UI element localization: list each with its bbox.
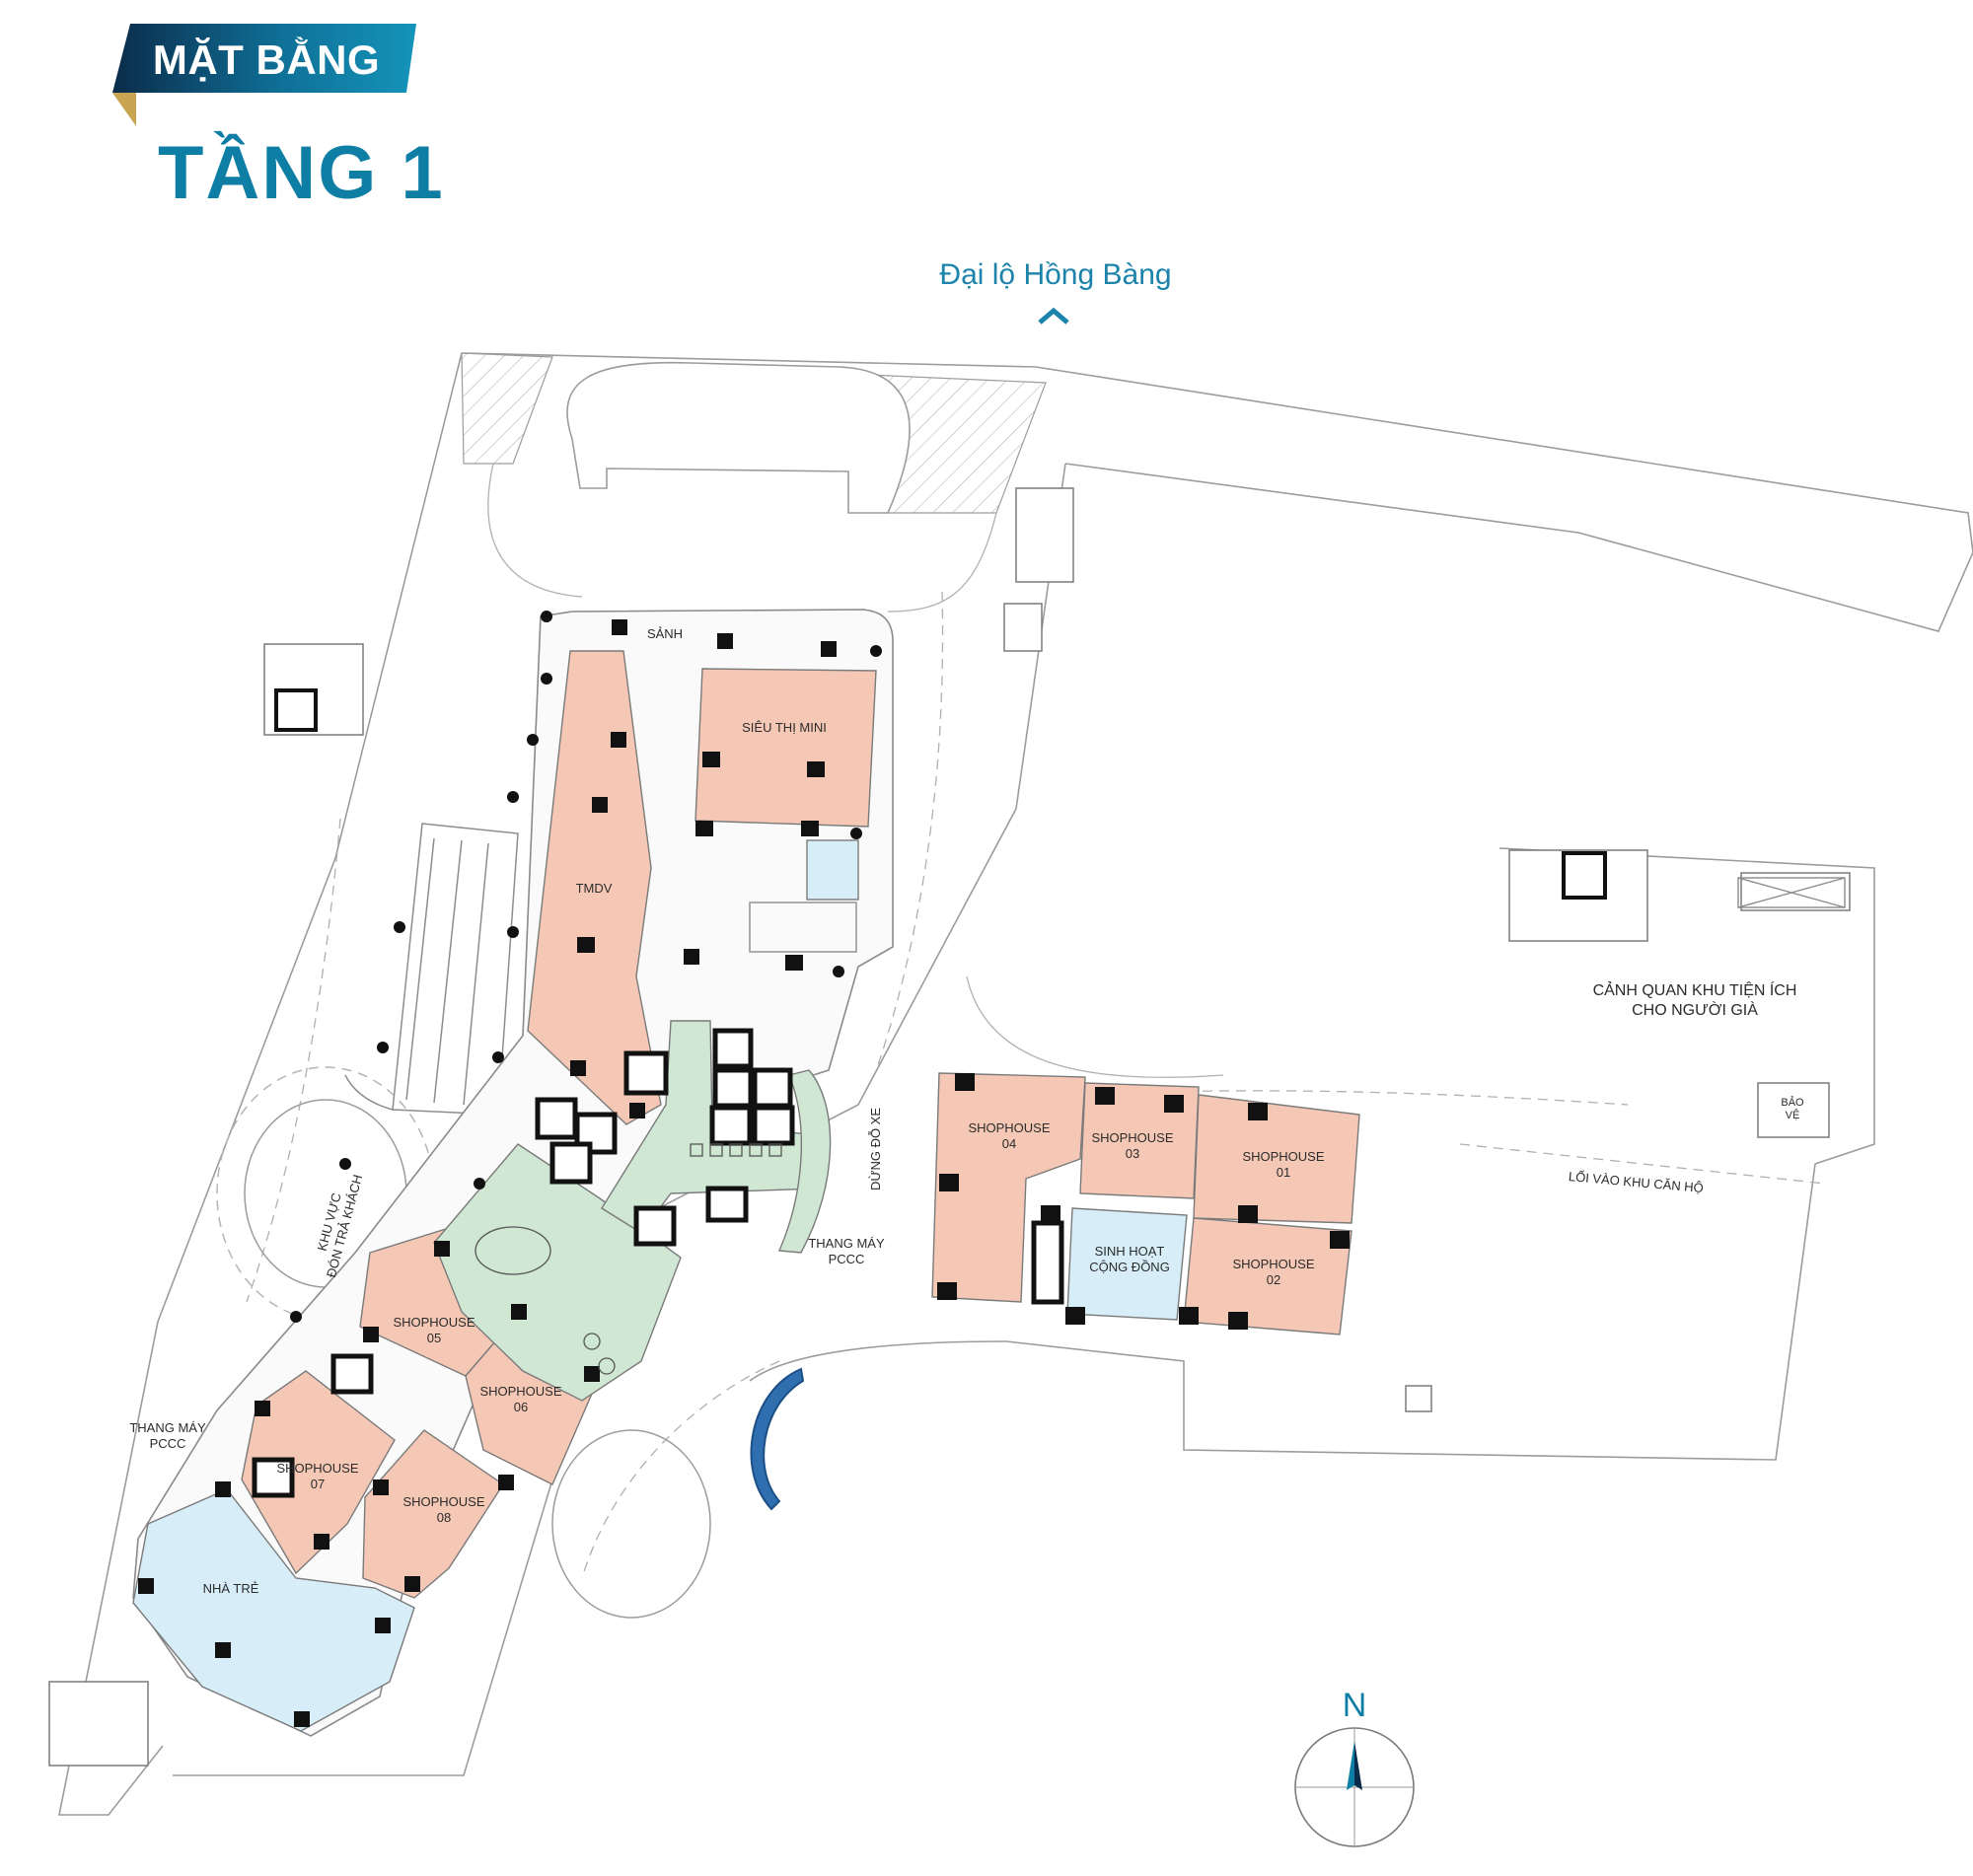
- compass-label: N: [1343, 1687, 1367, 1724]
- header-banner: [112, 24, 416, 126]
- label-guard-a: BẢO: [1781, 1096, 1804, 1109]
- chevron-up-icon: [1038, 307, 1069, 325]
- south-roundabout: [551, 1429, 711, 1619]
- water-feature: [750, 1367, 805, 1511]
- entrance-canopy: [566, 361, 911, 514]
- zone-shophouse-07: [241, 1370, 396, 1575]
- label-shophouse-01-a: SHOPHOUSE: [1242, 1149, 1324, 1164]
- road-label: Đại lộ Hồng Bàng: [939, 258, 1172, 291]
- canopy-columns: [290, 611, 882, 1323]
- community-zones: [132, 839, 1188, 1732]
- label-fire-lift-west-a: THANG MÁY: [129, 1420, 206, 1435]
- label-guard-b: VỆ: [1786, 1109, 1800, 1121]
- north-arrow-icon: N: [1294, 1687, 1415, 1847]
- label-shophouse-04-a: SHOPHOUSE: [968, 1120, 1050, 1135]
- amenity-decor: [475, 1143, 782, 1375]
- label-shophouse-07-b: 07: [311, 1477, 325, 1491]
- label-shophouse-06-a: SHOPHOUSE: [479, 1384, 561, 1399]
- label-shophouse-02-a: SHOPHOUSE: [1232, 1257, 1314, 1271]
- label-elderly-landscape-b: CHO NGƯỜI GIÀ: [1632, 1000, 1758, 1019]
- label-elderly-landscape-a: CẢNH QUAN KHU TIỆN ÍCH: [1593, 980, 1797, 999]
- label-lobby: SẢNH: [647, 626, 683, 641]
- label-shophouse-03-a: SHOPHOUSE: [1091, 1130, 1173, 1145]
- driveway-lines: [246, 463, 1826, 1579]
- label-shophouse-05-b: 05: [427, 1331, 441, 1345]
- label-shophouse-08-b: 08: [437, 1510, 451, 1525]
- zone-shophouse-08: [362, 1429, 504, 1599]
- zone-shophouse-04: [931, 1072, 1086, 1303]
- zone-community: [1066, 1207, 1188, 1321]
- label-parking-stop: DỪNG ĐỖ XE: [868, 1108, 883, 1191]
- elevator-cores: [252, 1028, 1064, 1498]
- label-shophouse-06-b: 06: [514, 1400, 528, 1414]
- banner-label: MẶT BẰNG: [152, 36, 381, 83]
- label-community-b: CỘNG ĐỒNG: [1089, 1260, 1170, 1274]
- stair-cores: [48, 487, 1851, 1767]
- site-outline: [58, 352, 1973, 1816]
- label-shophouse-01-b: 01: [1277, 1165, 1290, 1180]
- zone-wc: [806, 839, 859, 901]
- covered-dropoff: [344, 823, 519, 1116]
- label-apartment-entrance: LỐI VÀO KHU CĂN HỘ: [1568, 1169, 1704, 1195]
- label-shophouse-07-a: SHOPHOUSE: [276, 1461, 358, 1476]
- label-fire-lift-west-b: PCCC: [150, 1436, 186, 1451]
- label-shophouse-08-a: SHOPHOUSE: [402, 1494, 484, 1509]
- page-title: TẦNG 1: [158, 131, 445, 215]
- label-tmdv: TMDV: [576, 881, 613, 896]
- label-fire-lift-east-a: THANG MÁY: [808, 1236, 885, 1251]
- label-fire-lift-east-b: PCCC: [829, 1252, 865, 1266]
- label-community-a: SINH HOẠT: [1095, 1244, 1165, 1259]
- label-shophouse-03-b: 03: [1126, 1146, 1139, 1161]
- utility-boxes: [749, 877, 1846, 953]
- label-shophouse-04-b: 04: [1002, 1136, 1016, 1151]
- label-minimart: SIÊU THỊ MINI: [742, 720, 827, 735]
- zone-minimart: [694, 668, 877, 828]
- label-nursery: NHÀ TRẺ: [203, 1581, 259, 1596]
- label-shophouse-05-a: SHOPHOUSE: [393, 1315, 475, 1330]
- label-shophouse-02-b: 02: [1267, 1272, 1280, 1287]
- zone-shophouse-02: [1183, 1217, 1352, 1335]
- structural-columns: [138, 619, 1350, 1727]
- zone-nursery: [132, 1488, 415, 1732]
- banner-ribbon: [112, 24, 416, 93]
- zone-tmdv: [527, 650, 662, 1125]
- retail-zones: [241, 650, 1360, 1599]
- zone-shophouse-01: [1193, 1094, 1360, 1224]
- banner-gold-tab: [112, 93, 136, 126]
